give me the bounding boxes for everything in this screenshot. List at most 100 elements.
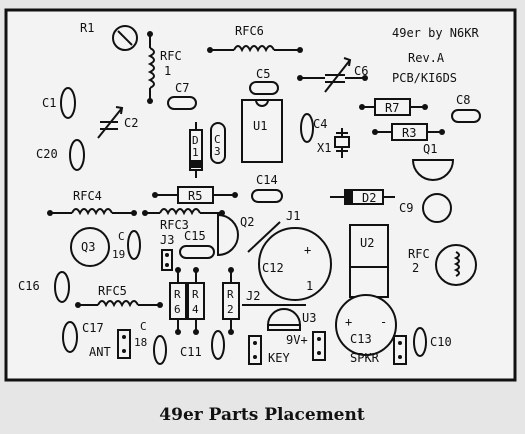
svg-text:SPKR: SPKR — [350, 351, 380, 365]
svg-text:+: + — [304, 243, 311, 257]
svg-text:-: - — [380, 315, 387, 329]
u2-regulator: U2 — [349, 224, 389, 298]
svg-text:C12: C12 — [262, 261, 284, 275]
r6-resistor: R 6 — [169, 267, 187, 335]
q3-transistor: Q3 — [70, 227, 110, 267]
c1-capacitor: C1 — [42, 87, 76, 119]
u1-ic: U1 — [241, 99, 283, 163]
svg-text:C15: C15 — [184, 229, 206, 243]
r2-resistor: R 2 — [222, 267, 240, 335]
c10-capacitor: C10 — [413, 327, 452, 357]
c12-electrolytic: C12 + 1 — [258, 227, 332, 301]
svg-text:C10: C10 — [430, 335, 452, 349]
svg-text:C11: C11 — [180, 345, 202, 359]
c6-trimmer: C6 — [297, 57, 368, 93]
svg-text:C13: C13 — [350, 332, 372, 346]
u3-ic: U3 — [266, 308, 316, 331]
svg-text:J2: J2 — [246, 289, 260, 303]
svg-text:18: 18 — [134, 336, 147, 349]
diagram-caption: 49er Parts Placement — [159, 405, 365, 425]
j2-jumper: J2 — [242, 289, 306, 306]
pcb-credit: PCB/KI6DS — [392, 71, 457, 85]
svg-text:+: + — [345, 315, 352, 329]
c5-capacitor: C5 — [249, 67, 279, 95]
svg-text:C2: C2 — [124, 116, 138, 130]
c17-capacitor: C17 — [62, 321, 104, 353]
svg-text:KEY: KEY — [268, 351, 290, 365]
svg-text:19: 19 — [112, 248, 125, 261]
svg-text:9V+: 9V+ — [286, 333, 308, 347]
c16-capacitor: C16 — [18, 271, 70, 303]
c8-capacitor: C8 — [451, 93, 481, 123]
svg-text:R: R — [192, 288, 199, 301]
svg-text:C1: C1 — [42, 96, 56, 110]
svg-text:R: R — [174, 288, 181, 301]
svg-text:U1: U1 — [253, 119, 267, 133]
d1-diode: D 1 — [189, 122, 203, 178]
r7-resistor: R7 — [359, 98, 428, 116]
svg-text:RFC: RFC — [408, 247, 430, 261]
r3-resistor: R3 — [372, 123, 445, 141]
svg-text:D: D — [192, 134, 199, 147]
svg-text:R7: R7 — [385, 101, 399, 115]
svg-text:3: 3 — [214, 145, 221, 158]
board-revision: Rev.A — [408, 51, 445, 65]
svg-text:R1: R1 — [80, 21, 94, 35]
svg-text:C8: C8 — [456, 93, 470, 107]
c3-capacitor: C 3 — [210, 122, 226, 164]
svg-text:C: C — [118, 230, 125, 243]
svg-text:RFC6: RFC6 — [235, 24, 264, 38]
svg-text:X1: X1 — [317, 141, 331, 155]
svg-text:C5: C5 — [256, 67, 270, 81]
c9-capacitor: C9 — [399, 193, 452, 223]
svg-text:Q3: Q3 — [81, 240, 95, 254]
x1-crystal: X1 — [317, 128, 350, 158]
rfc6-inductor: RFC6 — [207, 24, 303, 53]
svg-text:6: 6 — [174, 303, 181, 316]
svg-text:U2: U2 — [360, 236, 374, 250]
svg-text:R5: R5 — [188, 189, 202, 203]
svg-text:2: 2 — [412, 261, 419, 275]
c15-capacitor: C15 — [179, 229, 215, 259]
svg-text:C4: C4 — [313, 117, 327, 131]
svg-text:C: C — [140, 320, 147, 333]
c2-trimmer: C2 — [97, 106, 138, 139]
svg-text:RFC: RFC — [160, 49, 182, 63]
r5-resistor: R5 — [152, 186, 238, 204]
board-title: 49er by N6KR — [392, 26, 479, 40]
svg-text:D2: D2 — [362, 191, 376, 205]
svg-text:J3: J3 — [160, 233, 174, 247]
d2-diode: D2 — [330, 189, 395, 205]
rfc3-inductor: RFC3 — [142, 208, 225, 232]
svg-text:C16: C16 — [18, 279, 40, 293]
svg-text:1: 1 — [164, 64, 171, 78]
key-connector: KEY — [248, 335, 290, 365]
c18-capacitor: C 18 — [134, 320, 167, 365]
c11-capacitor: C11 — [180, 330, 225, 360]
svg-text:ANT: ANT — [89, 345, 111, 359]
svg-text:RFC5: RFC5 — [98, 284, 127, 298]
q2-transistor: Q2 — [217, 213, 254, 257]
rfc1-inductor: RFC 1 — [147, 31, 182, 104]
j1-jumper: J1 — [247, 209, 300, 253]
svg-text:U3: U3 — [302, 311, 316, 325]
j3-header: J3 — [160, 233, 174, 271]
svg-text:J1: J1 — [286, 209, 300, 223]
svg-text:Q1: Q1 — [423, 142, 437, 156]
c19-capacitor: C 19 — [112, 230, 141, 261]
c4-capacitor: C4 — [300, 113, 327, 143]
svg-text:1: 1 — [306, 279, 313, 293]
svg-text:C7: C7 — [175, 81, 189, 95]
rfc5-inductor: RFC5 — [75, 284, 163, 308]
r1-trimpot: R1 — [80, 21, 138, 51]
svg-text:4: 4 — [192, 303, 199, 316]
svg-text:C6: C6 — [354, 64, 368, 78]
svg-text:C17: C17 — [82, 321, 104, 335]
svg-text:C9: C9 — [399, 201, 413, 215]
c7-capacitor: C7 — [167, 81, 197, 110]
rfc4-inductor: RFC4 — [47, 189, 137, 216]
svg-text:R: R — [227, 288, 234, 301]
svg-text:2: 2 — [227, 303, 234, 316]
svg-text:1: 1 — [192, 146, 199, 159]
